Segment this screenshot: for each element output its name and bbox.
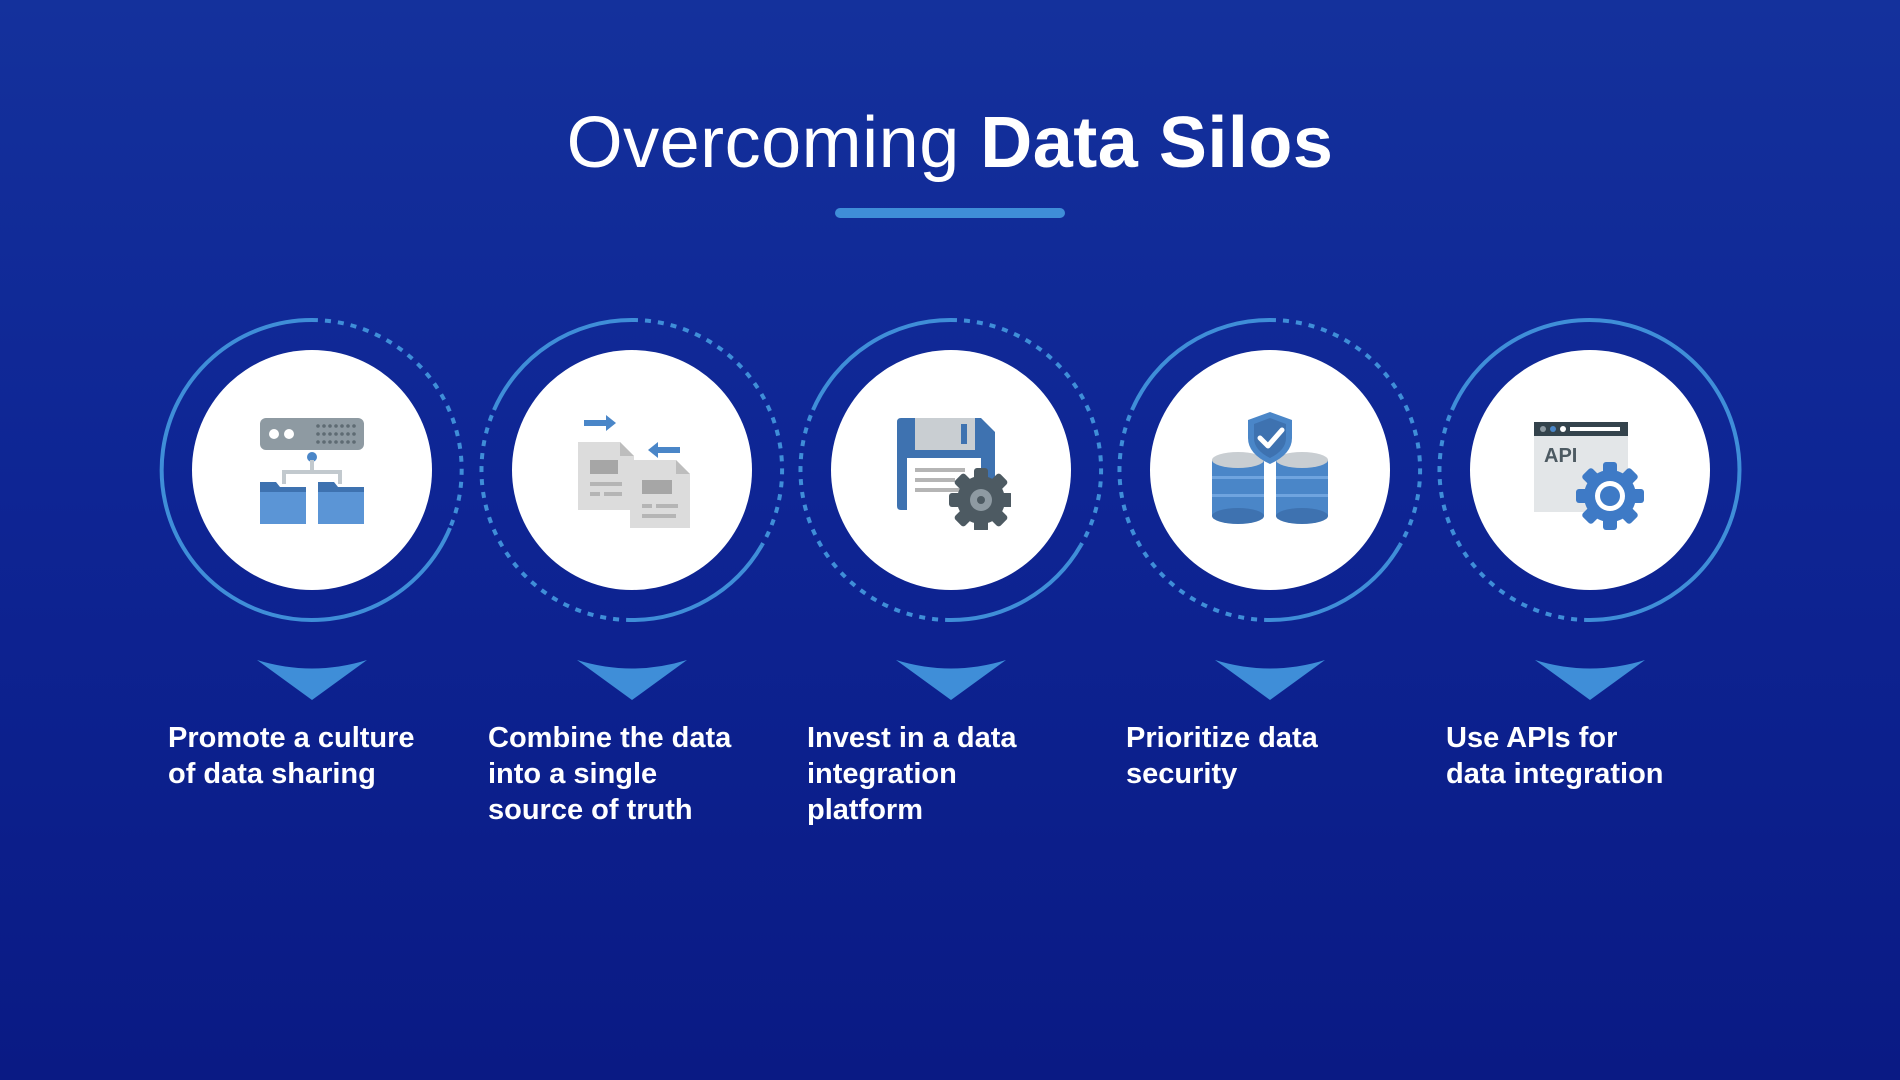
step-pointer: [257, 660, 367, 700]
api-icon-text: API: [1544, 445, 1577, 467]
step-ring: [1117, 317, 1423, 623]
page-title: Overcoming Data Silos: [0, 98, 1900, 188]
shield-database-icon: [1212, 412, 1328, 524]
step-pointer: [896, 660, 1006, 700]
step-label: Use APIs for data integration: [1446, 722, 1664, 790]
step-4: Prioritize data security: [1100, 300, 1440, 860]
step-2: Combine the data into a single source of…: [462, 300, 802, 860]
step-1: Promote a culture of data sharing: [142, 300, 482, 860]
step-5: API Use APIs for data integration: [1420, 300, 1760, 860]
step-pointer: [1215, 660, 1325, 700]
step-3: Invest in a data integration platform: [781, 300, 1121, 860]
server-folders-icon: [260, 418, 364, 524]
step-pointer: [1535, 660, 1645, 700]
step-label: Invest in a data integration platform: [807, 722, 1017, 826]
title-light: Overcoming: [566, 103, 960, 183]
step-label: Combine the data into a single source of…: [488, 722, 732, 826]
title-bold: Data Silos: [980, 103, 1334, 183]
step-label: Promote a culture of data sharing: [168, 722, 415, 790]
title-underline: [835, 208, 1065, 218]
document-exchange-icon: [578, 415, 690, 528]
floppy-gear-icon: [897, 418, 1011, 530]
step-label: Prioritize data security: [1126, 722, 1318, 790]
api-gear-icon: API: [1534, 422, 1644, 530]
step-pointer: [577, 660, 687, 700]
